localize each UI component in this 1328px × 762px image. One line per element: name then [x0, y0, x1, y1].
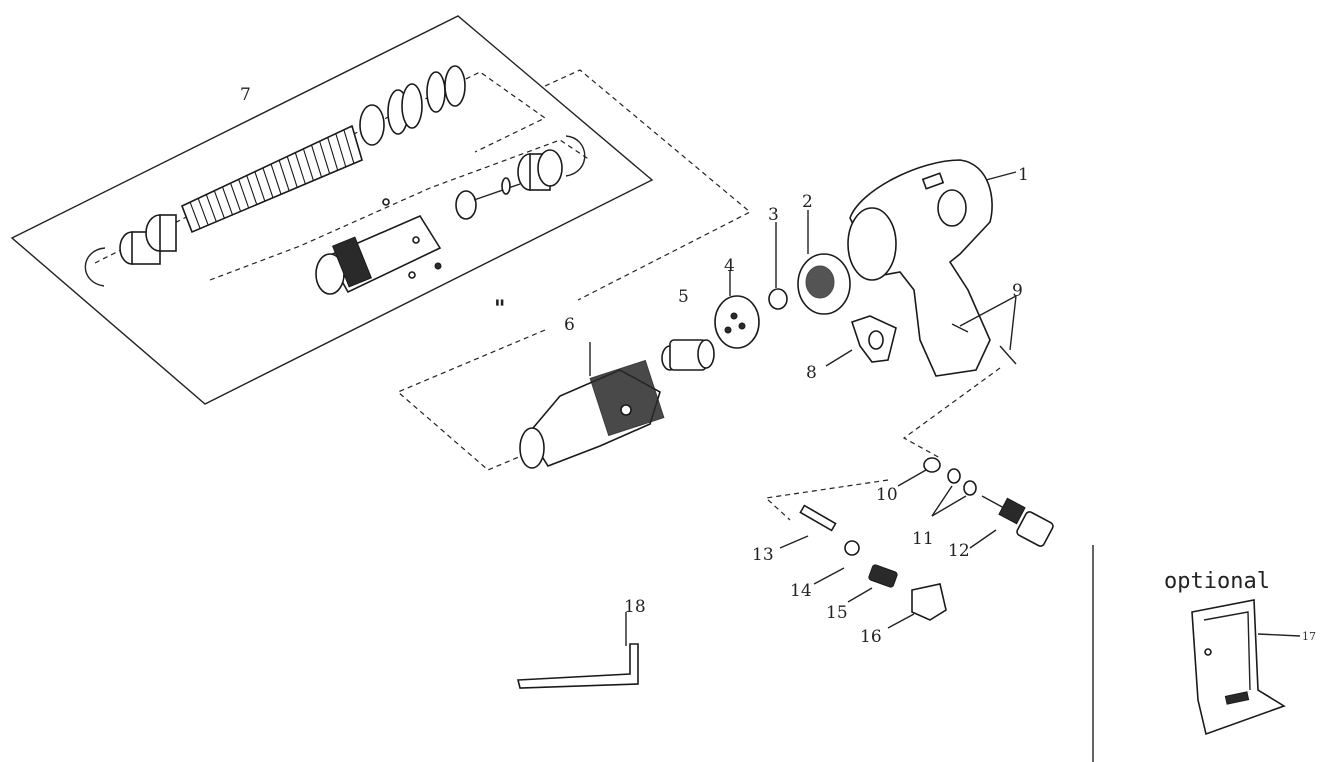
label-4: 4 — [724, 256, 735, 276]
rib-line — [262, 167, 274, 198]
label-1: 1 — [1018, 165, 1029, 185]
rib-line — [286, 156, 298, 188]
rib-line — [294, 152, 306, 185]
barrel-part-6 — [519, 342, 665, 469]
rib-line — [302, 148, 314, 181]
part-17-optional-grip — [1191, 599, 1301, 736]
label-10: 10 — [876, 485, 898, 505]
rib-line — [327, 137, 339, 171]
optional-label: optional — [1164, 569, 1270, 594]
rib-line — [351, 125, 363, 161]
cylinder-body — [315, 198, 442, 295]
rib-line — [278, 160, 290, 192]
group-7-outline — [10, 15, 654, 405]
label-16: 16 — [860, 627, 882, 647]
label-9: 9 — [1012, 281, 1023, 301]
part-5-chuck — [661, 339, 715, 371]
label-13: 13 — [752, 545, 774, 565]
part-11-orings — [931, 468, 977, 517]
label-7: 7 — [240, 85, 251, 105]
valve-cap — [517, 149, 563, 191]
rib-line — [189, 201, 201, 229]
circlip-right — [565, 135, 586, 177]
rib-line — [319, 141, 331, 174]
rib-line — [335, 133, 347, 168]
circlip-left — [84, 247, 106, 287]
part-13-pin — [779, 504, 837, 549]
group-7-guide-lower — [209, 139, 591, 281]
part-12-valve-stem — [969, 495, 1054, 549]
rib-line — [197, 198, 209, 226]
label-15: 15 — [826, 603, 848, 623]
label-12: 12 — [948, 541, 970, 561]
lower-connector-dashed — [764, 367, 1001, 521]
part-2-valve — [797, 210, 851, 315]
label-18: 18 — [624, 597, 646, 617]
spring-coils — [387, 65, 466, 135]
rib-line — [221, 186, 233, 216]
label-6: 6 — [564, 315, 575, 335]
rib-line — [246, 175, 258, 205]
rib-line — [270, 163, 282, 195]
rib-line — [205, 194, 217, 222]
label-11: 11 — [912, 529, 934, 549]
part-1-housing — [847, 159, 1017, 377]
rib-line — [310, 144, 323, 178]
piston-stem — [455, 177, 521, 220]
part-4-disc — [714, 270, 760, 349]
part-8-trigger — [825, 315, 897, 367]
part-15-spring — [847, 564, 898, 603]
label-8: 8 — [806, 363, 817, 383]
label-5: 5 — [678, 287, 689, 307]
label-2: 2 — [802, 192, 813, 212]
part-10-nut — [897, 457, 941, 487]
part-14-ball — [813, 540, 860, 585]
part-3-oring — [768, 222, 788, 310]
rib-line — [238, 179, 250, 209]
rib-line — [343, 129, 355, 164]
label-17: 17 — [1302, 630, 1316, 643]
quote-mark: " — [494, 296, 505, 322]
perforated-disc — [359, 104, 385, 146]
ribbed-cylinder — [180, 124, 363, 234]
label-14: 14 — [790, 581, 812, 601]
part-9-pins — [951, 295, 1017, 365]
rib-line — [230, 182, 242, 212]
part-18-hex-key — [516, 612, 639, 689]
rib-line — [254, 171, 266, 202]
part-16-bushing — [887, 583, 947, 629]
connector-dashed — [396, 69, 752, 471]
rib-line — [213, 190, 225, 219]
label-3: 3 — [768, 205, 779, 225]
sleeve-part — [119, 214, 177, 265]
rib-line — [181, 205, 193, 233]
